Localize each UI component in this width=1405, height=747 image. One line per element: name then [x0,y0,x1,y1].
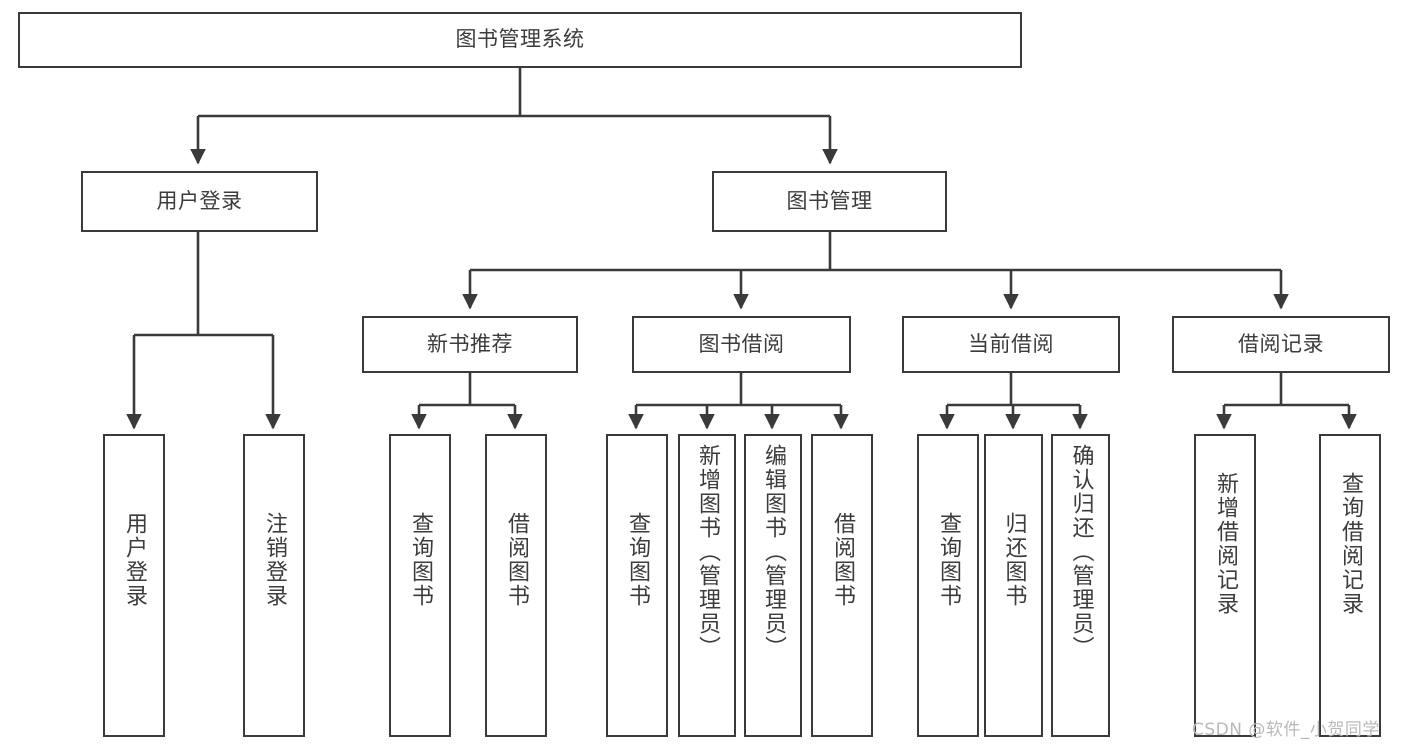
node-leaf-logout[interactable]: 注销登录 [243,434,305,737]
node-leaf-query-book-3-label: 查询图书 [936,512,961,608]
node-book-borrow-label: 图书借阅 [698,331,785,356]
node-leaf-add-book-label: 新增图书（管理员） [695,444,720,660]
node-leaf-query-book-2[interactable]: 查询图书 [606,434,668,737]
node-leaf-logout-label: 注销登录 [262,512,287,608]
node-current-borrow[interactable]: 当前借阅 [902,316,1120,373]
node-leaf-query-record-label: 查询借阅记录 [1338,472,1363,616]
node-leaf-query-book-2-label: 查询图书 [625,512,650,608]
node-book-borrow[interactable]: 图书借阅 [632,316,851,373]
node-root-label: 图书管理系统 [455,27,585,52]
node-leaf-query-record[interactable]: 查询借阅记录 [1319,434,1381,737]
node-leaf-return-book-label: 归还图书 [1001,512,1027,608]
node-root[interactable]: 图书管理系统 [18,12,1022,68]
node-new-book-rec-label: 新书推荐 [427,331,513,356]
node-book-manage-label: 图书管理 [786,188,873,213]
node-leaf-confirm-return-label: 确认归还（管理员） [1068,444,1094,660]
node-leaf-user-login[interactable]: 用户登录 [103,434,165,737]
node-leaf-user-login-label: 用户登录 [122,512,147,608]
node-leaf-query-book-3[interactable]: 查询图书 [917,434,979,737]
node-leaf-confirm-return[interactable]: 确认归还（管理员） [1051,434,1110,737]
node-leaf-borrow-book-1-label: 借阅图书 [504,512,529,608]
node-leaf-edit-book[interactable]: 编辑图书（管理员） [744,434,802,737]
node-leaf-return-book[interactable]: 归还图书 [984,434,1043,737]
node-leaf-add-book[interactable]: 新增图书（管理员） [678,434,736,737]
node-book-manage[interactable]: 图书管理 [712,171,947,232]
node-leaf-add-record[interactable]: 新增借阅记录 [1194,434,1256,737]
node-leaf-query-book-1-label: 查询图书 [408,512,433,608]
node-leaf-query-book-1[interactable]: 查询图书 [389,434,451,737]
node-borrow-record[interactable]: 借阅记录 [1172,316,1390,373]
node-leaf-borrow-book-2-label: 借阅图书 [830,512,855,608]
node-leaf-add-record-label: 新增借阅记录 [1213,472,1238,616]
node-new-book-rec[interactable]: 新书推荐 [362,316,578,373]
node-user-login[interactable]: 用户登录 [81,171,318,232]
node-leaf-borrow-book-1[interactable]: 借阅图书 [485,434,547,737]
node-leaf-edit-book-label: 编辑图书（管理员） [761,444,786,660]
node-borrow-record-label: 借阅记录 [1238,331,1324,356]
node-current-borrow-label: 当前借阅 [968,331,1054,356]
node-leaf-borrow-book-2[interactable]: 借阅图书 [811,434,873,737]
node-user-login-label: 用户登录 [156,188,243,213]
watermark-text: CSDN @软件_小贺同学 [1192,720,1380,740]
